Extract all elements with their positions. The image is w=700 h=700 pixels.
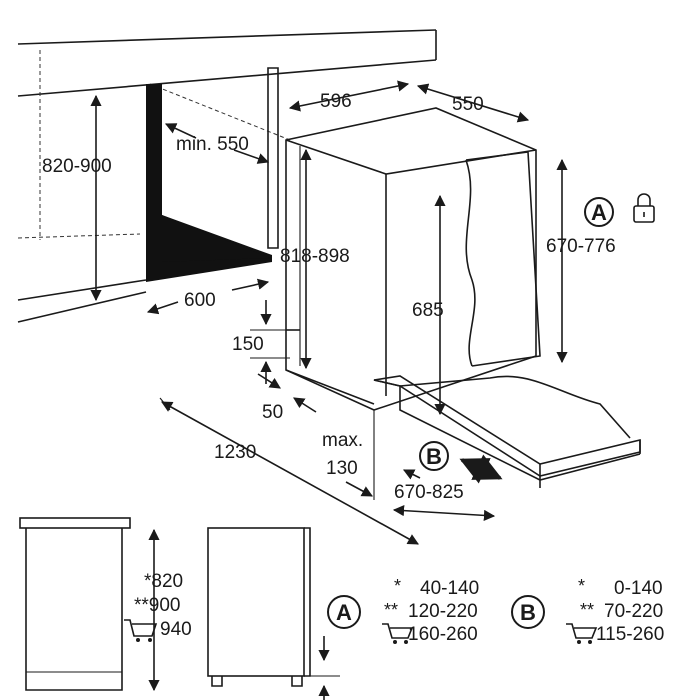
- marker-b-door: B: [419, 441, 449, 471]
- door-open-label: 670-825: [394, 482, 464, 503]
- dimension-side-foot: [306, 636, 340, 700]
- dimension-niche-width: 600: [146, 278, 270, 315]
- door-swing-label: 1230: [214, 442, 256, 463]
- dimension-plinth-height: 150: [232, 300, 290, 384]
- dimension-appliance-depth: 550: [416, 83, 530, 123]
- dimension-appliance-width: 596: [288, 80, 410, 112]
- dimension-max-gap: max. 130: [322, 410, 375, 500]
- dimension-appliance-height: 818-898: [280, 148, 350, 370]
- legend-a: A * 40-140 ** 120-220 160-260: [327, 576, 479, 645]
- niche-height-label: 820-900: [42, 156, 112, 177]
- height-star2-label: **900: [134, 595, 181, 616]
- plinth-height-label: 150: [232, 334, 264, 355]
- legend-b-value-3: 115-260: [596, 624, 664, 645]
- dimension-door-open: 670-825: [392, 469, 496, 521]
- legend-a-value-1: 40-140: [420, 578, 479, 599]
- countertop: [17, 29, 437, 323]
- dimension-niche-height: 820-900: [42, 94, 112, 302]
- door-panel: [465, 151, 541, 367]
- double-arrow: [459, 454, 503, 484]
- marker-b-door-letter: B: [426, 444, 442, 469]
- appliance-width-label: 596: [320, 91, 352, 112]
- cart-icon: [382, 623, 414, 644]
- door-range-label: 670-776: [546, 236, 616, 257]
- legend-a-key-1: *: [394, 576, 401, 596]
- plinth-offset-label: 50: [262, 402, 283, 423]
- legend-b-letter: B: [520, 600, 536, 625]
- height-cart-label: 940: [160, 619, 192, 640]
- legend-a-letter: A: [336, 600, 352, 625]
- niche-side-panel: [146, 67, 279, 282]
- dimension-door-range: 670-776: [546, 158, 616, 364]
- legend-b-key-2: **: [580, 600, 594, 620]
- legend-a-key-2: **: [384, 600, 398, 620]
- max-label: max.: [322, 430, 363, 451]
- dimension-min-depth: min. 550: [164, 123, 270, 164]
- dimension-inner-height: 685: [412, 194, 446, 416]
- lock-icon: [633, 193, 655, 223]
- legend-b: B * 0-140 ** 70-220 115-260: [511, 576, 664, 645]
- legend-a-value-2: 120-220: [408, 601, 478, 622]
- max-value: 130: [326, 458, 358, 479]
- dimension-door-swing: 1230: [159, 397, 419, 545]
- legend-a-value-3: 160-260: [408, 624, 478, 645]
- side-view-appliance: [207, 527, 311, 687]
- appliance-height-label: 818-898: [280, 246, 350, 267]
- legend-b-value-2: 70-220: [604, 601, 663, 622]
- legend-b-key-1: *: [578, 576, 585, 596]
- cart-icon: [566, 623, 598, 644]
- marker-a-top: A: [584, 197, 614, 227]
- legend-b-value-1: 0-140: [614, 578, 663, 599]
- cart-icon: [124, 619, 158, 642]
- appliance-depth-label: 550: [452, 94, 484, 115]
- niche-width-label: 600: [184, 290, 216, 311]
- marker-a-top-letter: A: [591, 200, 607, 225]
- open-door: [373, 375, 641, 488]
- min-depth-label: min. 550: [176, 134, 249, 155]
- height-star1-label: *820: [144, 571, 183, 592]
- inner-height-label: 685: [412, 300, 444, 321]
- side-view-countertop: [19, 517, 131, 691]
